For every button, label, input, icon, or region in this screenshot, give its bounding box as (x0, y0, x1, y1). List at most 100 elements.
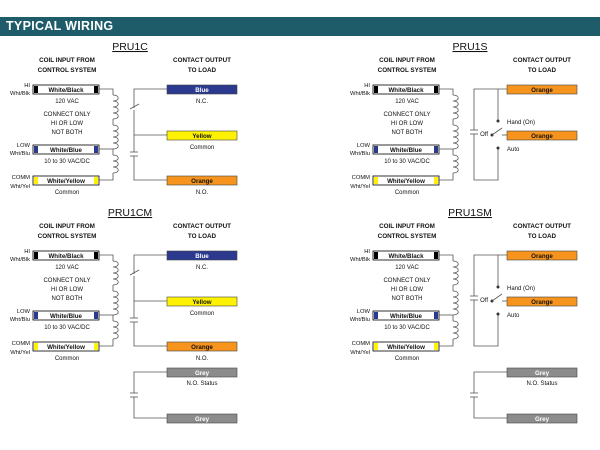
auto-terminal (496, 146, 500, 150)
contact-output-heading: CONTACT OUTPUT (173, 223, 231, 230)
vac-10-30-label: 10 to 30 VAC/DC (384, 325, 430, 331)
hi-wire: White/Black (372, 250, 440, 261)
coil-input-heading: COIL INPUT FROM (379, 223, 435, 230)
contact-output-heading: CONTACT OUTPUT (173, 57, 231, 64)
hand-on-label: Hand (On) (507, 120, 535, 126)
contact-output-heading: TO LOAD (188, 67, 217, 74)
wire-body (166, 130, 238, 141)
connect-only-note: CONNECT ONLY (43, 278, 90, 284)
coil-winding (452, 290, 459, 316)
panel-title: PRU1S (452, 41, 487, 53)
wire-end-left (374, 86, 378, 93)
wire-label: Grey (535, 416, 550, 423)
comm-label: Wht/Yel (10, 184, 30, 190)
wire-end-left (34, 252, 38, 259)
hand-terminal (496, 119, 500, 123)
coil-winding (112, 260, 119, 286)
nc-label: N.C. (196, 99, 208, 105)
wire-body (506, 367, 578, 378)
coil-input-heading: CONTROL SYSTEM (38, 233, 97, 240)
wire-path (99, 339, 114, 347)
wire-label: White/Black (388, 87, 424, 94)
connect-only-note: CONNECT ONLY (43, 112, 90, 118)
grey-wire-top: Grey (166, 367, 238, 378)
no-label: N.O. (196, 356, 209, 362)
wire-path (473, 300, 499, 347)
wire-end-right (434, 343, 438, 350)
comm-wire: White/Yellow (372, 341, 440, 352)
vac-120-label: 120 VAC (395, 99, 419, 105)
comm-label: COMM (352, 341, 371, 347)
wire-path (99, 254, 114, 261)
wire-end-right (94, 343, 98, 350)
wire-label: Blue (195, 87, 209, 94)
wire-end-right (94, 86, 98, 93)
wire-path (133, 371, 167, 393)
orange-wire-top: Orange (506, 84, 578, 95)
wire-path (133, 397, 167, 419)
hi-wire: White/Black (32, 250, 100, 261)
wire-body (166, 84, 238, 95)
yellow-wire: Yellow (166, 130, 238, 141)
wire-path (99, 88, 114, 95)
wire-end-right (94, 146, 98, 153)
coil-input-heading: CONTROL SYSTEM (378, 233, 437, 240)
wire-body (166, 341, 238, 352)
wire-label: White/Black (388, 253, 424, 260)
contact-output-heading: CONTACT OUTPUT (513, 57, 571, 64)
wire-label: White/Yellow (47, 178, 85, 185)
auto-label: Auto (507, 147, 520, 153)
wire-end-right (434, 146, 438, 153)
selector-arm (491, 127, 503, 136)
connect-only-note: HI OR LOW (51, 287, 83, 293)
wire-body (32, 84, 100, 95)
auto-label: Auto (507, 313, 520, 319)
low-label: Wht/Blu (350, 317, 370, 323)
low-wire: White/Blue (372, 310, 440, 321)
comm-label: Wht/Yel (350, 350, 370, 356)
coil-winding (112, 290, 119, 316)
hi-label: HI (364, 83, 370, 89)
wire-path (133, 254, 167, 274)
nc-contact-mark (129, 103, 140, 110)
wire-path (473, 134, 499, 181)
wire-path (473, 397, 507, 419)
wire-label: White/Blue (50, 313, 83, 320)
common-caption: Common (55, 356, 79, 362)
wire-label: Yellow (192, 133, 211, 140)
common-caption: Common (55, 190, 79, 196)
coil-winding (452, 260, 459, 286)
wire-body (372, 144, 440, 155)
wire-body (506, 296, 578, 307)
comm-wire: White/Yellow (372, 175, 440, 186)
contact-output-heading: TO LOAD (528, 67, 557, 74)
hi-label: HI (364, 249, 370, 255)
wire-label: Yellow (192, 299, 211, 306)
wire-body (166, 296, 238, 307)
wire-end-left (34, 312, 38, 319)
wire-body (32, 250, 100, 261)
coil-winding (112, 94, 119, 120)
vac-10-30-label: 10 to 30 VAC/DC (384, 159, 430, 165)
connect-only-note: CONNECT ONLY (383, 278, 430, 284)
vac-10-30-label: 10 to 30 VAC/DC (44, 159, 90, 165)
hi-label: Wht/Blk (10, 91, 30, 97)
coil-input-heading: COIL INPUT FROM (39, 223, 95, 230)
wire-end-right (434, 86, 438, 93)
nc-label: N.C. (196, 265, 208, 271)
low-label: LOW (17, 143, 31, 149)
wire-label: White/Yellow (387, 178, 425, 185)
wire-label: Orange (531, 253, 553, 260)
low-label: LOW (357, 309, 371, 315)
wire-end-right (94, 177, 98, 184)
wire-path (133, 88, 167, 108)
common-caption: Common (395, 356, 419, 362)
low-label: Wht/Blu (10, 317, 30, 323)
panel-title: PRU1SM (448, 207, 492, 219)
contact-output-heading: TO LOAD (188, 233, 217, 240)
coil-winding (112, 320, 119, 340)
low-label: LOW (357, 143, 371, 149)
